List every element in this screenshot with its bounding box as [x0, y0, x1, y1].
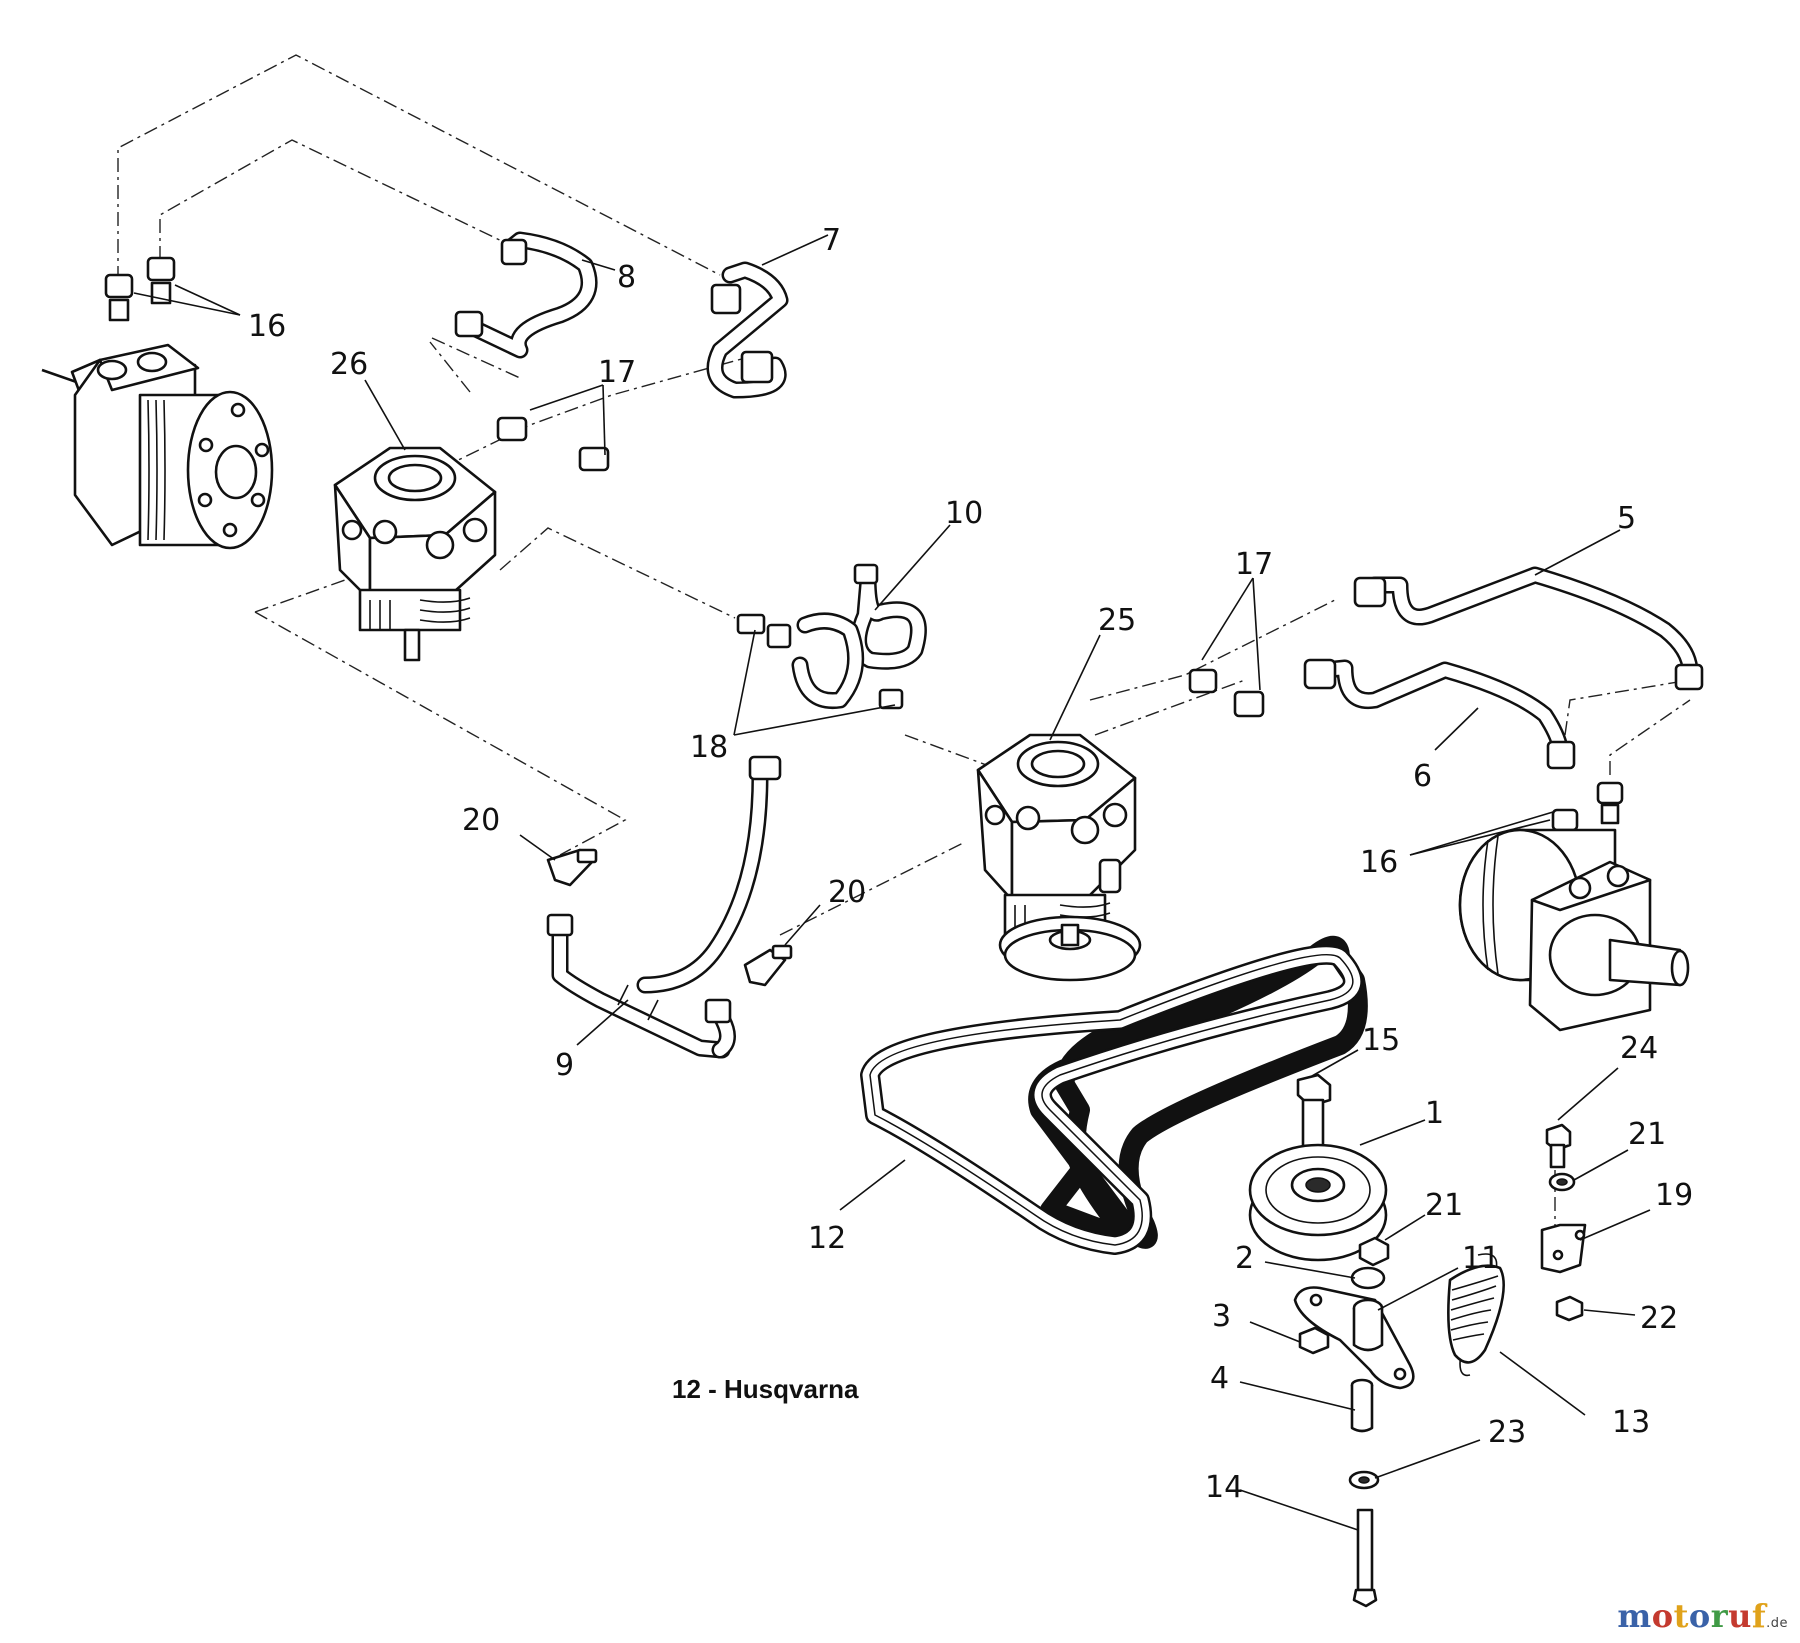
tube-5 — [1353, 566, 1704, 691]
washer-23 — [1348, 1470, 1380, 1490]
tube-10 — [791, 563, 927, 710]
bolt-24 — [1545, 1123, 1572, 1169]
nut-22 — [1555, 1295, 1584, 1322]
callout-6: 6 — [1413, 759, 1432, 794]
callout-1: 1 — [1425, 1096, 1444, 1131]
tube-8 — [454, 231, 598, 359]
watermark-letter: o — [1651, 1597, 1674, 1635]
callout-16-left: 16 — [248, 309, 286, 344]
fitting-17-right — [1188, 668, 1265, 718]
lockwasher-21-right — [1548, 1172, 1576, 1192]
elbow-20-right — [743, 944, 793, 987]
watermark-letter: m — [1617, 1597, 1652, 1635]
tube-6 — [1303, 658, 1576, 770]
callout-21-right: 21 — [1628, 1117, 1666, 1152]
idler-pulley-1 — [1248, 1143, 1388, 1262]
callout-5: 5 — [1617, 501, 1636, 536]
wheel-motor-right — [1458, 828, 1690, 1032]
pump-26 — [333, 446, 497, 662]
nut-21-left — [1358, 1236, 1390, 1267]
callout-22: 22 — [1640, 1301, 1678, 1336]
spacer-4 — [1350, 1378, 1374, 1433]
callout-17-left: 17 — [598, 355, 636, 390]
watermark-letter: u — [1728, 1597, 1752, 1635]
watermark-tld: .de — [1766, 1616, 1788, 1631]
belt-note: 12 - Husqvarna — [672, 1374, 859, 1404]
callout-12: 12 — [808, 1221, 846, 1256]
callout-20-left: 20 — [462, 803, 500, 838]
callout-10: 10 — [945, 496, 983, 531]
elbow-20-left — [546, 848, 598, 887]
callout-11: 11 — [1462, 1241, 1500, 1276]
fitting-16-left — [104, 256, 176, 322]
tube-7 — [706, 261, 789, 399]
spring-13 — [1447, 1253, 1505, 1377]
spacer-11 — [1352, 1298, 1384, 1352]
drive-belt-12 — [860, 935, 1368, 1255]
callout-26: 26 — [330, 347, 368, 382]
fitting-17-left — [496, 416, 610, 472]
callout-25: 25 — [1098, 603, 1136, 638]
callout-7: 7 — [822, 223, 841, 258]
callout-17-right: 17 — [1235, 547, 1273, 582]
bolt-15 — [1296, 1073, 1332, 1160]
callout-16-right: 16 — [1360, 845, 1398, 880]
callout-4: 4 — [1210, 1361, 1229, 1396]
callout-8: 8 — [617, 260, 636, 295]
washer-2 — [1350, 1266, 1386, 1290]
wheel-motor-left — [41, 343, 274, 550]
leader-lines — [133, 234, 1651, 1531]
watermark-letter: t — [1673, 1597, 1689, 1635]
callout-24: 24 — [1620, 1031, 1658, 1066]
pump-25 — [976, 733, 1142, 982]
fitting-18 — [736, 613, 792, 649]
bracket-19 — [1540, 1223, 1587, 1274]
callout-23: 23 — [1488, 1415, 1526, 1450]
tube-9 — [546, 755, 782, 1059]
watermark-letter: o — [1688, 1597, 1711, 1635]
watermark-logo: motoruf.de — [1617, 1597, 1788, 1635]
callout-13: 13 — [1612, 1405, 1650, 1440]
callout-20-right: 20 — [828, 875, 866, 910]
callout-19: 19 — [1655, 1178, 1693, 1213]
callout-9: 9 — [555, 1048, 574, 1083]
callout-14: 14 — [1205, 1470, 1243, 1505]
watermark-letter: r — [1710, 1597, 1729, 1635]
bolt-14 — [1352, 1508, 1378, 1608]
watermark-letter: f — [1751, 1597, 1767, 1635]
callout-3: 3 — [1212, 1299, 1231, 1334]
callout-18: 18 — [690, 730, 728, 765]
callout-15: 15 — [1362, 1023, 1400, 1058]
nut-3 — [1298, 1326, 1330, 1355]
callout-21-left: 21 — [1425, 1188, 1463, 1223]
assembly-lines — [117, 54, 1701, 1250]
callout-labels: 16 8 7 26 17 10 18 25 17 5 6 16 20 20 9 … — [248, 223, 1693, 1505]
callout-2: 2 — [1235, 1241, 1254, 1276]
